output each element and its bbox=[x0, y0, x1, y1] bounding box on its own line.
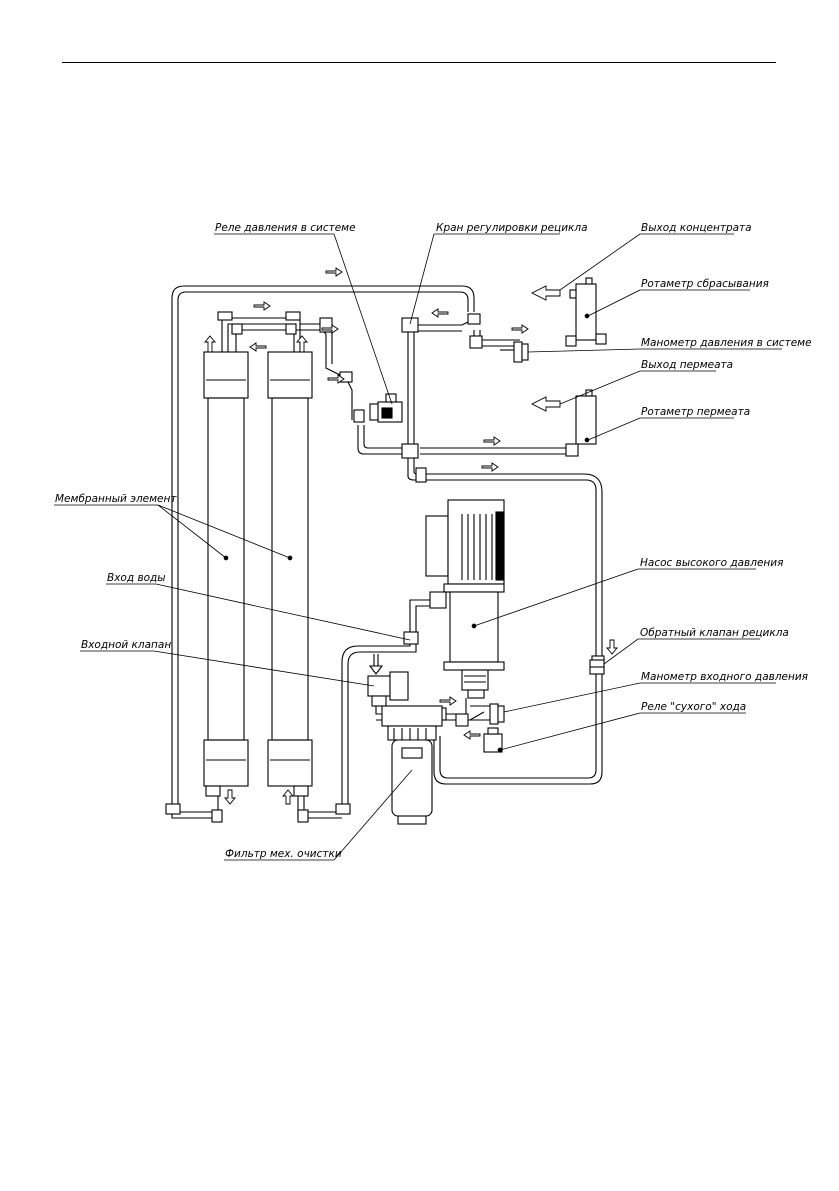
arrow-left-icon bbox=[431, 308, 449, 318]
water-inlet-pipe-inner bbox=[347, 605, 432, 812]
discharge-rotameter bbox=[565, 277, 607, 347]
high-pressure-pump bbox=[425, 499, 505, 699]
arrow-up-icon bbox=[204, 335, 216, 353]
membrane-top-link-inner bbox=[227, 323, 295, 352]
permeate-pipe bbox=[420, 447, 574, 455]
label-inlet-valve: Входной клапан bbox=[81, 639, 171, 651]
arrow-left-icon bbox=[530, 285, 561, 301]
arrow-left-icon bbox=[249, 342, 267, 352]
label-permeate-outlet: Выход пермеата bbox=[641, 359, 733, 371]
label-high-pressure-pump: Насос высокого давления bbox=[640, 557, 783, 569]
relay-branch-pipe bbox=[357, 425, 402, 455]
arrow-right-icon bbox=[325, 267, 343, 277]
arrow-up-icon bbox=[296, 335, 308, 353]
label-recycle-valve: Кран регулировки рецикла bbox=[436, 222, 588, 234]
recycle-top-pipe-inner bbox=[177, 291, 469, 812]
fittings bbox=[165, 311, 605, 823]
water-inlet-pipe bbox=[341, 599, 432, 812]
labels: Реле давления в системе Кран регулировки… bbox=[55, 222, 812, 860]
inlet-valve bbox=[367, 654, 409, 707]
piping bbox=[171, 285, 603, 819]
label-prefilter: Фильтр мех. очистки bbox=[225, 848, 342, 860]
label-inlet-pressure-gauge: Манометр входного давления bbox=[641, 671, 808, 683]
arrow-right-icon bbox=[483, 436, 501, 446]
label-pressure-relay: Реле давления в системе bbox=[215, 222, 356, 234]
label-dry-run-relay: Реле "сухого" хода bbox=[641, 701, 746, 713]
arrow-right-icon bbox=[327, 374, 345, 384]
membrane-vessel-left bbox=[203, 351, 249, 787]
arrow-right-icon bbox=[481, 462, 499, 472]
label-recycle-check-valve: Обратный клапан рецикла bbox=[640, 627, 789, 639]
flow-arrows bbox=[204, 267, 618, 805]
label-permeate-rotameter: Ротаметр пермеата bbox=[641, 406, 750, 418]
dry-run-relay bbox=[483, 727, 503, 753]
arrow-left-icon bbox=[530, 396, 561, 412]
arrow-right-icon bbox=[253, 301, 271, 311]
arrow-down-icon bbox=[606, 639, 618, 655]
header-rule bbox=[62, 62, 776, 63]
label-system-pressure-gauge: Манометр давления в системе bbox=[641, 337, 812, 349]
membrane-top-link bbox=[221, 317, 301, 352]
recycle-valve-line bbox=[414, 321, 469, 332]
label-membrane-element: Мембранный элемент bbox=[55, 493, 177, 505]
arrow-down-icon bbox=[224, 789, 236, 805]
leader-lines bbox=[54, 233, 782, 861]
membrane-vessel-right bbox=[267, 351, 313, 787]
permeate-rotameter bbox=[565, 389, 597, 457]
pump-discharge-pipe-inner bbox=[413, 462, 603, 785]
prefilter bbox=[381, 705, 443, 825]
arrow-right-icon bbox=[511, 324, 529, 334]
pump-discharge-pipe bbox=[407, 462, 597, 779]
label-water-inlet: Вход воды bbox=[107, 572, 166, 584]
pressure-relay bbox=[369, 393, 403, 423]
inlet-pressure-gauge bbox=[489, 703, 505, 725]
relay-branch-pipe-inner bbox=[363, 425, 402, 449]
arrow-up-icon bbox=[282, 789, 294, 805]
membrane-bottom-left bbox=[171, 790, 219, 819]
recycle-check-valve bbox=[589, 659, 605, 675]
label-concentrate-outlet: Выход концентрата bbox=[641, 222, 752, 234]
arrow-left-icon bbox=[463, 730, 481, 740]
arrow-right-icon bbox=[439, 696, 457, 706]
recycle-top-pipe bbox=[171, 285, 475, 812]
system-pressure-gauge bbox=[500, 341, 529, 363]
arrow-right-icon bbox=[321, 324, 339, 334]
recycle-riser bbox=[407, 330, 415, 462]
label-discharge-rotameter: Ротаметр сбрасывания bbox=[641, 278, 769, 290]
membrane-concentrate-link bbox=[235, 329, 286, 352]
